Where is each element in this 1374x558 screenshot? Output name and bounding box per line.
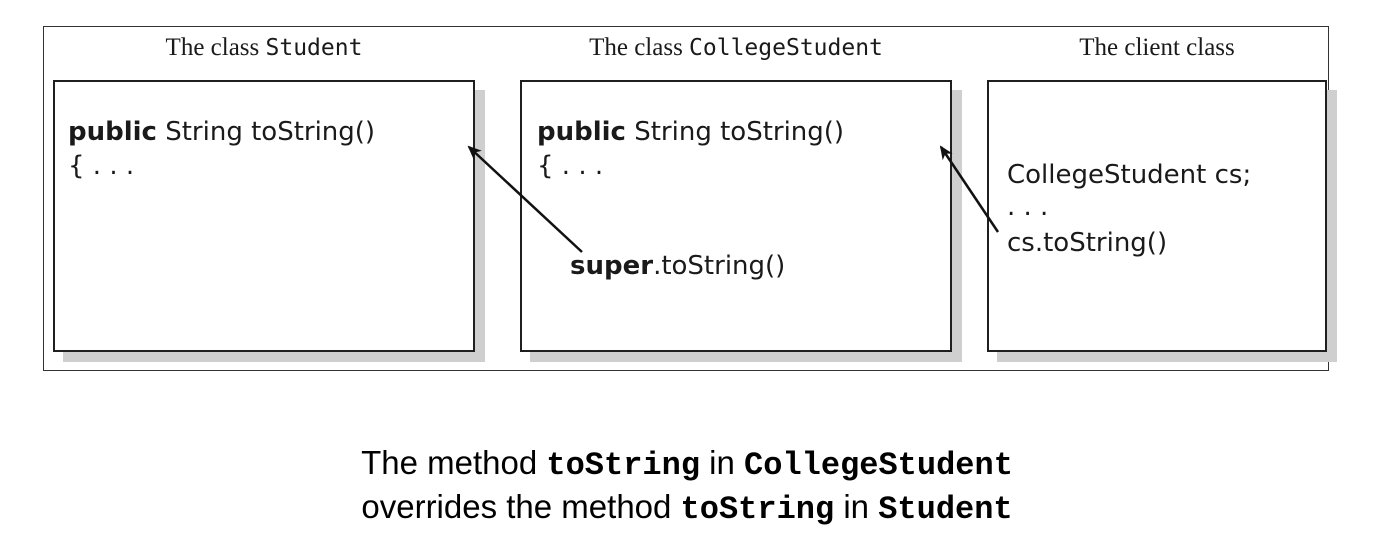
keyword-super: super xyxy=(570,251,654,281)
arrow-super-to-student xyxy=(467,145,583,253)
client-class-box xyxy=(987,80,1327,352)
heading-client-class: The client class xyxy=(987,34,1327,74)
student-class-box xyxy=(53,80,475,352)
caption-code: CollegeStudent xyxy=(744,447,1013,484)
keyword-public: public xyxy=(68,117,157,147)
keyword-public: public xyxy=(537,117,626,147)
heading-prefix: The client class xyxy=(1079,34,1235,61)
client-call: cs.toString() xyxy=(1007,228,1168,258)
heading-student-class: The class Student xyxy=(53,34,475,74)
caption-text: in xyxy=(834,488,879,525)
caption-line-2: overrides the method toString in Student xyxy=(0,485,1374,532)
caption-code: toString xyxy=(546,447,701,484)
method-signature: String toString() xyxy=(625,117,845,147)
caption-text: The method xyxy=(361,444,547,481)
super-call: super.toString() xyxy=(570,249,785,283)
arrow-client-to-college xyxy=(939,145,1000,233)
collegestudent-class-box xyxy=(520,80,952,352)
heading-prefix: The class xyxy=(165,34,260,61)
caption-text: in xyxy=(700,444,745,481)
student-method-signature: public String toString() xyxy=(68,115,375,149)
client-declaration: CollegeStudent cs; xyxy=(1007,160,1252,190)
caption-code: Student xyxy=(878,491,1013,528)
student-method-body: { . . . xyxy=(68,151,135,181)
heading-class-name: CollegeStudent xyxy=(689,35,883,61)
heading-prefix: The class xyxy=(589,34,683,61)
method-signature: String toString() xyxy=(156,117,376,147)
caption-line-1: The method toString in CollegeStudent xyxy=(0,441,1374,488)
super-call-method: .toString() xyxy=(653,251,786,281)
college-method-body: { . . . xyxy=(537,151,604,181)
caption-text: overrides the method xyxy=(361,488,681,525)
college-method-signature: public String toString() xyxy=(537,115,844,149)
heading-collegestudent-class: The class CollegeStudent xyxy=(520,34,952,74)
caption-code: toString xyxy=(680,491,835,528)
client-ellipsis: . . . xyxy=(1007,192,1049,222)
heading-class-name: Student xyxy=(265,35,363,61)
